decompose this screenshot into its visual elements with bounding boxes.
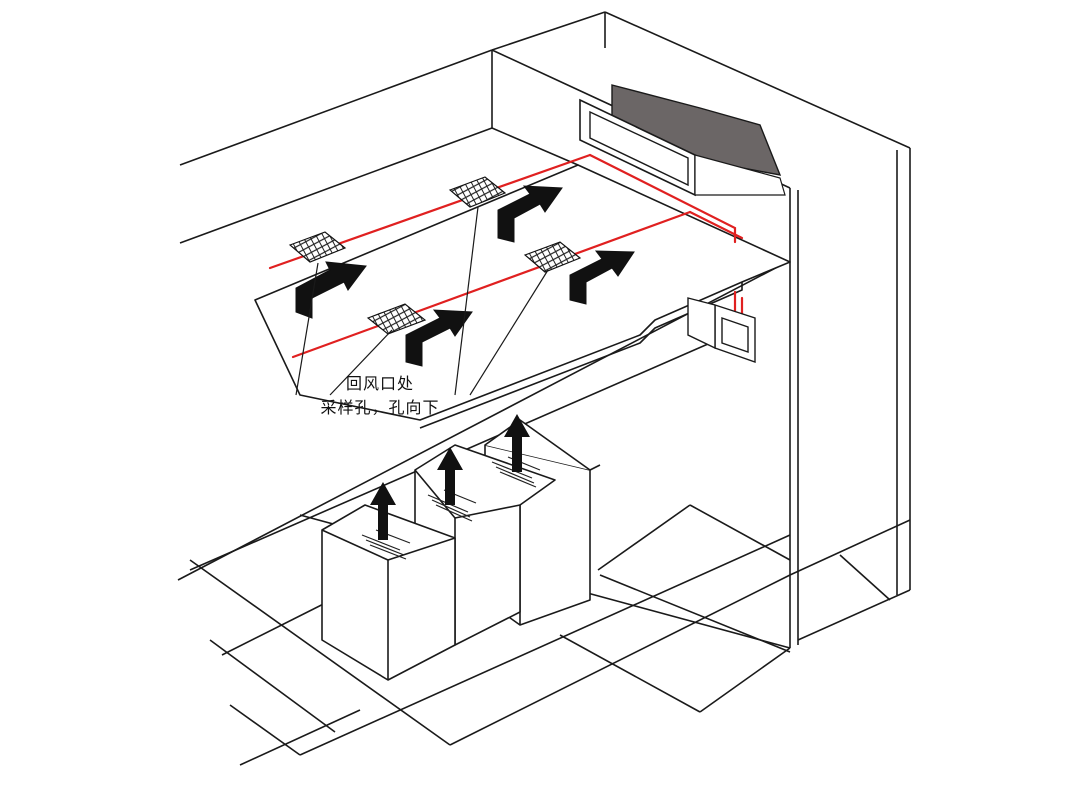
sampling-hole-callout: 回风口处 采样孔，孔向下 <box>300 372 460 420</box>
callout-line-2: 采样孔，孔向下 <box>320 398 440 417</box>
sampling-pipe <box>268 153 744 359</box>
detector-box <box>687 297 756 363</box>
return-air-grille-icon <box>288 176 582 335</box>
ceiling-plate <box>254 164 791 429</box>
room-outline <box>177 11 911 766</box>
callout-leaders <box>295 206 549 396</box>
airflow-arrow-icon <box>295 185 635 367</box>
callout-line-1: 回风口处 <box>345 374 414 393</box>
ac-unit <box>579 84 786 197</box>
up-arrow-icon <box>370 414 530 540</box>
